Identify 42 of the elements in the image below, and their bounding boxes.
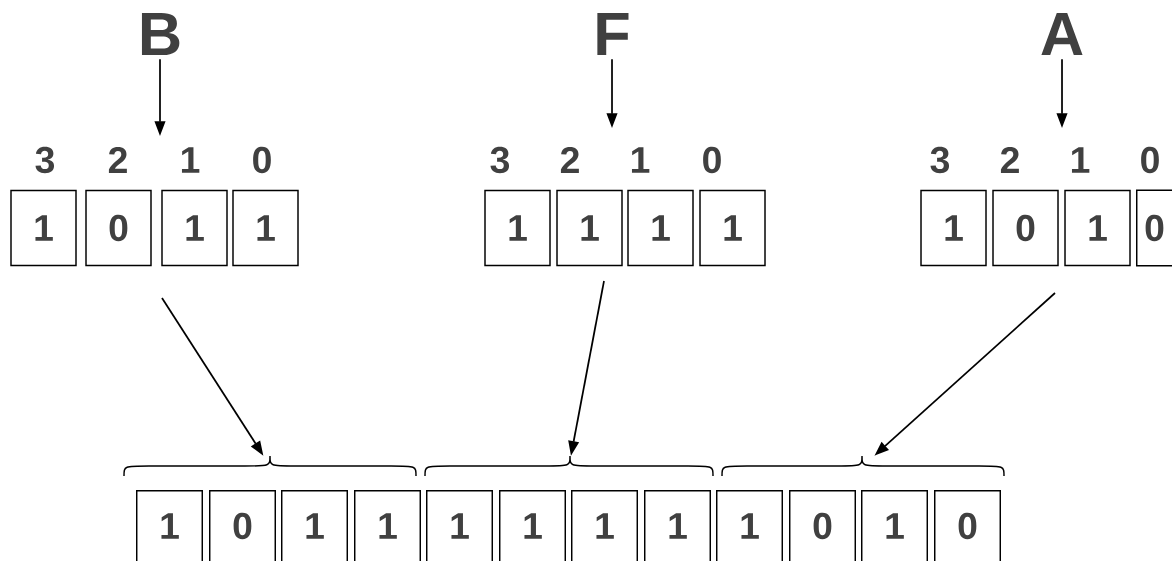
bit-box: 1 [699,189,766,267]
bit-box: 1 [10,189,77,267]
bit-box: 1 [716,490,783,561]
letter-label: A [1041,12,1083,56]
bit-index: 3 [930,146,950,174]
bit-box: 1 [232,189,299,267]
bit-index: 1 [181,147,200,173]
letter-label: B [141,12,180,56]
bit-box: 0 [934,490,1001,561]
bit-index: 1 [1071,147,1090,173]
bit-index: 0 [703,146,721,174]
bit-box: 1 [571,490,638,561]
letter-label: F [597,12,629,56]
bit-index: 2 [560,147,579,174]
bit-box: 1 [627,189,694,267]
bit-index: 0 [253,146,271,174]
bit-index: 2 [108,147,127,174]
bit-box: 0 [992,189,1059,267]
bit-box: 0 [789,490,856,561]
bit-box: 1 [861,490,928,561]
bit-box: 1 [354,490,421,561]
brace [424,455,714,477]
bit-box: 0 [1136,189,1172,267]
bit-box: 1 [499,490,566,561]
bit-index: 0 [1141,146,1159,174]
bit-box: 1 [644,490,711,561]
bit-box: 1 [426,490,493,561]
bit-box: 1 [920,189,987,267]
bit-box: 1 [1064,189,1131,267]
bit-box: 1 [281,490,348,561]
bit-box: 0 [85,189,152,267]
bit-index: 3 [35,146,54,174]
bit-box: 1 [556,189,623,267]
bit-index: 2 [1000,147,1019,174]
brace [721,455,1005,477]
bit-index: 1 [631,147,650,173]
bit-box: 1 [161,189,228,267]
brace [123,455,417,477]
bit-index: 3 [490,146,510,174]
bit-box: 1 [484,189,551,267]
bit-box: 1 [136,490,203,561]
bit-box: 0 [209,490,276,561]
